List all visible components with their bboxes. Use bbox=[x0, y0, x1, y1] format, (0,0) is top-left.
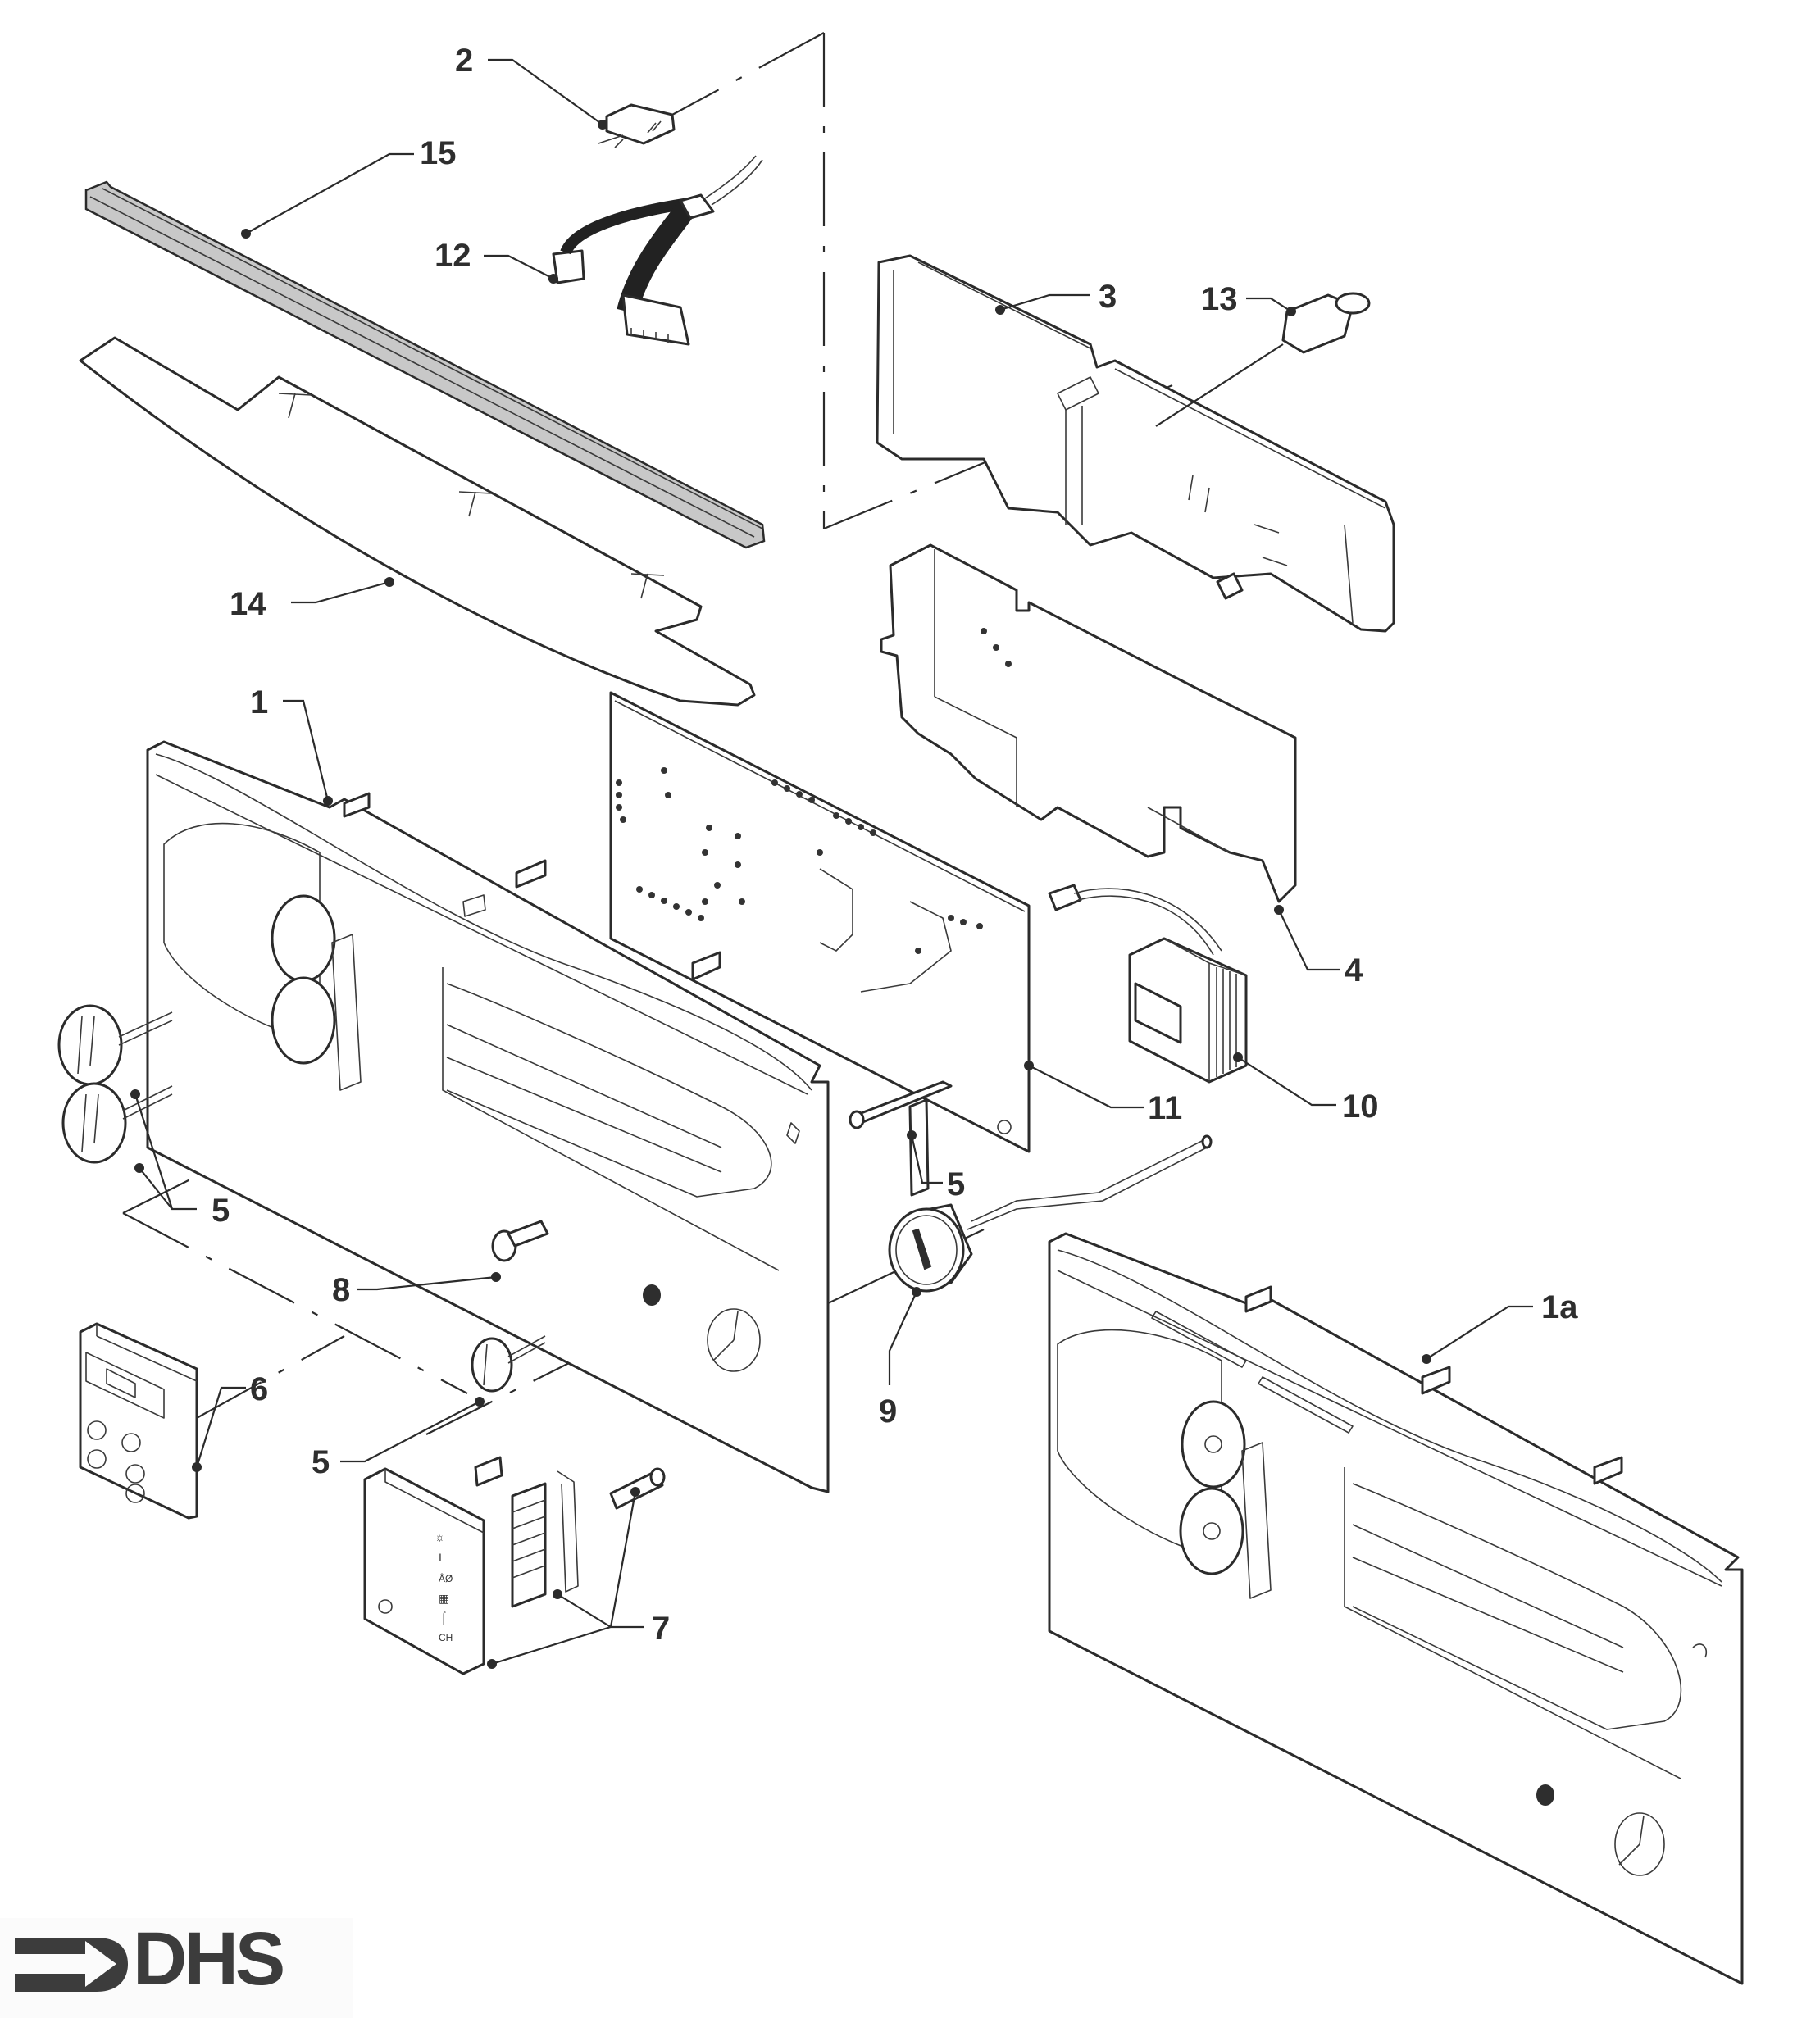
part-9-pressure-gauge[interactable] bbox=[888, 1134, 1213, 1293]
callout-3: 3 bbox=[1099, 279, 1117, 315]
part-3-rear-housing-cover[interactable] bbox=[876, 254, 1395, 633]
callout-6: 6 bbox=[250, 1371, 268, 1407]
callout-2: 2 bbox=[455, 43, 473, 79]
callout-5-center: 5 bbox=[312, 1444, 330, 1480]
callout-9: 9 bbox=[879, 1393, 897, 1429]
part-5-control-knob-lower[interactable] bbox=[61, 1082, 173, 1164]
part-1a-front-fascia-alt[interactable] bbox=[1048, 1232, 1744, 1985]
arrow-into-bracket-icon bbox=[15, 1938, 128, 1992]
part-7-selector-switch-module[interactable]: ☼ I ÅØ ▦ ⌠ CH bbox=[363, 1467, 485, 1675]
callout-1a: 1a bbox=[1541, 1289, 1578, 1325]
callout-15: 15 bbox=[420, 135, 457, 171]
callout-11: 11 bbox=[1148, 1090, 1182, 1126]
part-11-pcb[interactable] bbox=[609, 691, 1031, 1153]
callout-12: 12 bbox=[435, 238, 471, 274]
selector-symbols: ☼ I ÅØ ▦ ⌠ CH bbox=[435, 1530, 453, 1643]
callout-7: 7 bbox=[652, 1611, 670, 1647]
part-1-front-fascia[interactable] bbox=[146, 740, 830, 1493]
brand-logo-text: DHS bbox=[133, 1917, 285, 2001]
callout-13: 13 bbox=[1201, 281, 1238, 317]
svg-text:ÅØ: ÅØ bbox=[439, 1572, 453, 1584]
part-7-spindle[interactable] bbox=[609, 1467, 666, 1510]
part-4-inner-housing[interactable] bbox=[880, 543, 1297, 903]
part-10-transformer[interactable] bbox=[1048, 884, 1248, 1084]
part-14-fascia-trim-strip[interactable] bbox=[79, 336, 756, 707]
callout-8: 8 bbox=[332, 1272, 350, 1308]
logo-band bbox=[0, 1918, 353, 2018]
part-12-wiring-harness[interactable] bbox=[552, 155, 763, 346]
part-5-spindle-bracket[interactable] bbox=[849, 1080, 953, 1197]
leader-lines bbox=[130, 58, 1533, 1669]
svg-text:CH: CH bbox=[439, 1632, 453, 1643]
callout-labels: 2 15 12 3 13 14 1 4 11 10 5 5 8 1a 9 6 5… bbox=[212, 43, 1578, 1647]
part-5-control-knob-center[interactable] bbox=[471, 1335, 546, 1393]
part-6-programmer-timer[interactable] bbox=[79, 1322, 198, 1520]
part-15-foam-seal-strip[interactable] bbox=[84, 180, 766, 549]
part-2-micro-switch[interactable] bbox=[598, 103, 676, 148]
part-7-switch-contacts[interactable] bbox=[474, 1456, 579, 1608]
svg-text:☼: ☼ bbox=[435, 1530, 445, 1543]
callout-4: 4 bbox=[1345, 952, 1363, 989]
pcb-components bbox=[616, 767, 983, 954]
callout-5-bracket: 5 bbox=[947, 1166, 965, 1202]
svg-text:▦: ▦ bbox=[439, 1592, 449, 1605]
svg-text:I: I bbox=[439, 1551, 442, 1564]
callout-1: 1 bbox=[250, 684, 268, 720]
callout-10: 10 bbox=[1342, 1089, 1379, 1125]
part-13-cable-grommet[interactable] bbox=[1155, 292, 1371, 427]
part-8-lamp-holder[interactable] bbox=[491, 1220, 549, 1262]
svg-text:⌠: ⌠ bbox=[440, 1611, 447, 1625]
callout-14: 14 bbox=[230, 586, 266, 622]
callout-5-left: 5 bbox=[212, 1193, 230, 1229]
